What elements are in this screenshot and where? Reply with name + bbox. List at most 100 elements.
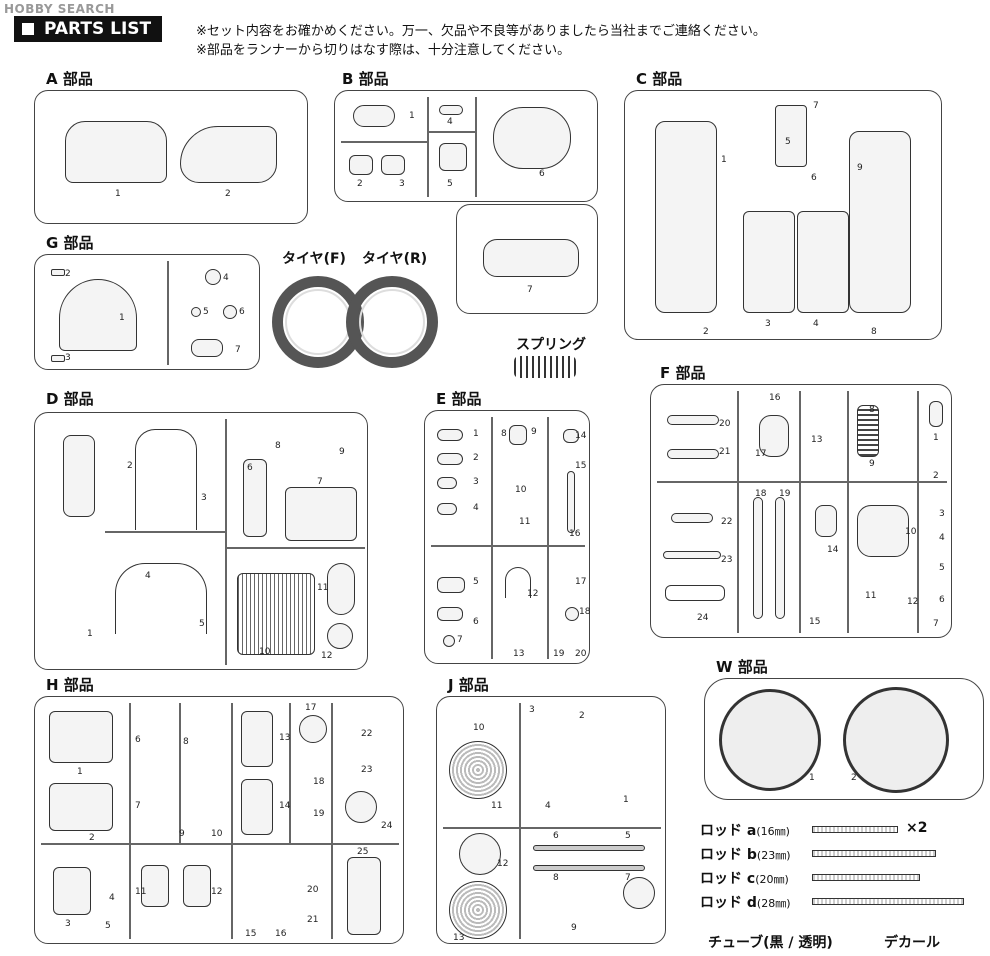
note-line-1: ※セット内容をお確かめください。万一、欠品や不良等がありましたら当社までご連絡く… — [196, 24, 766, 39]
num-e2: 2 — [473, 453, 479, 463]
num-j7: 7 — [625, 873, 631, 883]
part-e18 — [565, 607, 579, 621]
title-text: PARTS LIST — [44, 19, 152, 39]
num-h16: 16 — [275, 929, 287, 939]
num-e8: 8 — [501, 429, 507, 439]
section-e-label: E 部品 — [436, 390, 482, 408]
rod-c-bar — [812, 874, 920, 881]
part-b5 — [439, 143, 467, 171]
part-g1 — [59, 279, 137, 351]
num-f9: 9 — [869, 459, 875, 469]
part-b6 — [493, 107, 571, 169]
num-h20: 20 — [307, 885, 319, 895]
tire-rear — [346, 276, 438, 368]
num-d7: 7 — [317, 477, 323, 487]
parts-list-title: PARTS LIST — [14, 16, 162, 42]
rod-c-label: ロッド c(20㎜) — [700, 868, 789, 888]
part-c4 — [797, 211, 849, 313]
num-h17: 17 — [305, 703, 317, 713]
rod-b-bar — [812, 850, 936, 857]
tube-label: チューブ(黒 / 透明) — [708, 935, 833, 951]
rod-c-size: (20㎜) — [755, 873, 789, 886]
num-e16: 16 — [569, 529, 581, 539]
part-j12 — [459, 833, 501, 875]
part-h12 — [183, 865, 211, 907]
part-e16 — [567, 471, 575, 533]
num-h8: 8 — [183, 737, 189, 747]
rod-b-label: ロッド b(23㎜) — [700, 844, 791, 864]
watermark: HOBBY SEARCH — [4, 2, 115, 16]
part-h3 — [53, 867, 91, 915]
rod-a-label: ロッド a(16㎜) — [700, 820, 790, 840]
section-g-label: G 部品 — [46, 234, 94, 252]
num-c7: 7 — [813, 101, 819, 111]
num-c2: 2 — [703, 327, 709, 337]
wheel-rear — [843, 687, 949, 793]
num-h18: 18 — [313, 777, 325, 787]
num-g6: 6 — [239, 307, 245, 317]
part-e12 — [505, 567, 531, 598]
part-g4 — [205, 269, 221, 285]
spring-label: スプリング — [516, 337, 586, 353]
num-f11: 11 — [865, 591, 877, 601]
num-e5: 5 — [473, 577, 479, 587]
num-j3: 3 — [529, 705, 535, 715]
part-f17 — [759, 415, 789, 457]
part-c3 — [743, 211, 795, 313]
num-h22: 22 — [361, 729, 373, 739]
num-j12: 12 — [497, 859, 509, 869]
num-g1: 1 — [119, 313, 125, 323]
part-e8 — [509, 425, 527, 445]
num-d3: 3 — [201, 493, 207, 503]
part-f14 — [815, 505, 837, 537]
part-d7 — [285, 487, 357, 541]
part-h13 — [241, 711, 273, 767]
num-d9: 9 — [339, 447, 345, 457]
part-d12 — [327, 623, 353, 649]
part-f19 — [775, 497, 785, 619]
runner-g: 2 3 1 4 5 6 7 — [34, 254, 260, 370]
part-e1 — [437, 429, 463, 441]
section-a-label: A 部品 — [46, 70, 93, 88]
part-f22 — [671, 513, 713, 523]
spring-part — [514, 356, 576, 378]
part-e6 — [437, 607, 463, 621]
part-b7 — [483, 239, 579, 277]
part-d10-radiator — [237, 573, 315, 655]
num-f4: 4 — [939, 533, 945, 543]
num-f1: 1 — [933, 433, 939, 443]
num-h25: 25 — [357, 847, 369, 857]
num-d5: 5 — [199, 619, 205, 629]
num-a1: 1 — [115, 189, 121, 199]
num-f15: 15 — [809, 617, 821, 627]
num-j13: 13 — [453, 933, 465, 943]
num-j10: 10 — [473, 723, 485, 733]
part-g6 — [223, 305, 237, 319]
rod-d-bar — [812, 898, 964, 905]
runner-d: 1 2 3 4 5 6 7 8 9 10 11 12 — [34, 412, 368, 670]
part-g3 — [51, 355, 65, 362]
num-h15: 15 — [245, 929, 257, 939]
part-d6 — [243, 459, 267, 537]
part-d11 — [327, 563, 355, 615]
num-f8: 8 — [869, 405, 875, 415]
num-e13: 13 — [513, 649, 525, 659]
num-c4: 4 — [813, 319, 819, 329]
part-h2 — [49, 783, 113, 831]
num-c3: 3 — [765, 319, 771, 329]
runner-f: 20 21 22 23 24 16 17 18 19 13 14 15 8 9 … — [650, 384, 952, 638]
rod-d-name: ロッド d — [700, 895, 757, 911]
num-e7: 7 — [457, 635, 463, 645]
rod-a-bar — [812, 826, 898, 833]
num-g2: 2 — [65, 269, 71, 279]
num-f2: 2 — [933, 471, 939, 481]
part-j9-sprocket — [623, 877, 655, 909]
note-line-2: ※部品をランナーから切りはなす際は、十分注意してください。 — [196, 43, 571, 58]
num-h24: 24 — [381, 821, 393, 831]
section-j-label: J 部品 — [448, 676, 489, 694]
num-g3: 3 — [65, 353, 71, 363]
num-f18: 18 — [755, 489, 767, 499]
num-f17: 17 — [755, 449, 767, 459]
part-g5 — [191, 307, 201, 317]
num-c9: 9 — [857, 163, 863, 173]
